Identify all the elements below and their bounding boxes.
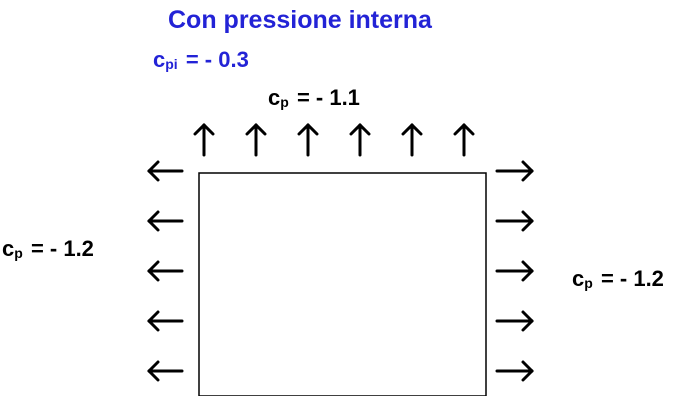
left-wall-arrow [147, 260, 184, 282]
right-wall-arrow [495, 210, 534, 232]
roof-pressure-symbol: c [268, 85, 281, 110]
left-wall-arrows [147, 160, 184, 382]
left-wall-pressure-symbol: c [2, 236, 15, 261]
left-wall-arrow [147, 210, 184, 232]
diagram-title: Con pressione interna [168, 6, 432, 34]
right-wall-arrow [495, 310, 534, 332]
roof-arrow-up [245, 123, 267, 157]
left-wall-arrow [147, 160, 184, 182]
right-wall-arrow [495, 160, 534, 182]
roof-arrow-up [401, 123, 423, 157]
right-wall-pressure-subscript: p [584, 275, 593, 291]
roof-arrows [193, 123, 475, 157]
left-wall-pressure-value: = - 1.2 [30, 236, 94, 261]
left-wall-pressure-label: cp = - 1.2 [2, 235, 94, 265]
right-wall-arrow [495, 360, 534, 382]
roof-arrow-up [297, 123, 319, 157]
left-wall-arrow [147, 310, 184, 332]
roof-arrow-up [193, 123, 215, 157]
internal-pressure-symbol: c [153, 47, 166, 72]
roof-arrow-up [453, 123, 475, 157]
left-wall-arrow [147, 360, 184, 382]
right-wall-pressure-symbol: c [572, 266, 585, 291]
right-wall-arrows [495, 160, 534, 382]
roof-pressure-value: = - 1.1 [296, 85, 360, 110]
internal-pressure-label: cpi = - 0.3 [153, 46, 249, 76]
roof-pressure-subscript: p [280, 94, 289, 110]
right-wall-pressure-value: = - 1.2 [600, 266, 664, 291]
roof-arrow-up [349, 123, 371, 157]
right-wall-pressure-label: cp = - 1.2 [572, 265, 664, 295]
internal-pressure-subscript: pi [165, 56, 178, 72]
building-outline [198, 172, 487, 396]
left-wall-pressure-subscript: p [14, 245, 23, 261]
internal-pressure-value: = - 0.3 [185, 47, 249, 72]
right-wall-arrow [495, 260, 534, 282]
roof-pressure-label: cp = - 1.1 [268, 84, 360, 114]
